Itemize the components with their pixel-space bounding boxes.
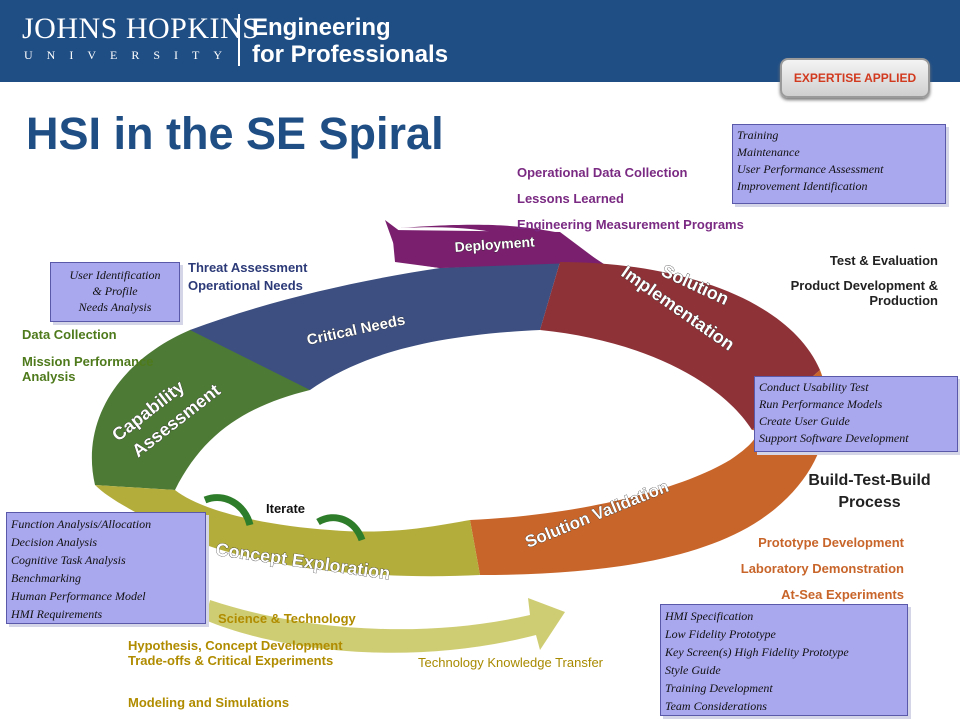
label-operational-data: Operational Data Collection	[517, 165, 688, 180]
segment-solution-implementation	[540, 262, 820, 430]
institution-name: JOHNS HOPKINS	[22, 12, 260, 45]
box-line: Needs Analysis	[78, 300, 152, 314]
iterate-arrow-right	[316, 514, 366, 542]
label-at-sea: At-Sea Experiments	[781, 587, 904, 602]
box-line: Team Considerations	[665, 699, 767, 713]
box-line: Style Guide	[665, 663, 721, 677]
iterate-arrow-left	[203, 494, 254, 527]
box-line: Key Screen(s) High Fidelity Prototype	[665, 645, 849, 659]
box-line: Conduct Usability Test	[759, 380, 869, 394]
label-product-development: Product Development & Production	[790, 278, 938, 308]
box-line: Training	[737, 128, 779, 142]
page-title: HSI in the SE Spiral	[26, 108, 444, 159]
label-prototype-development: Prototype Development	[758, 535, 904, 550]
label-threat-assessment: Threat Assessment	[188, 260, 308, 275]
university-label: UNIVERSITY	[24, 48, 236, 62]
box-line: Training Development	[665, 681, 773, 695]
label-modeling-simulations: Modeling and Simulations	[128, 695, 290, 710]
label-test-evaluation: Test & Evaluation	[829, 253, 938, 268]
box-line: Cognitive Task Analysis	[11, 553, 126, 567]
label-engineering-measurement: Engineering Measurement Programs	[517, 217, 744, 232]
program-line2: for Professionals	[252, 41, 449, 68]
label-tech-transfer: Technology Knowledge Transfer	[418, 655, 604, 670]
label-hypothesis: Hypothesis, Concept Development Trade-of…	[128, 638, 343, 668]
box-training: Training Maintenance User Performance As…	[732, 124, 946, 204]
tech-transfer-arrow	[205, 598, 565, 653]
box-line: HMI Specification	[665, 609, 754, 623]
box-line: Benchmarking	[11, 571, 81, 585]
box-hmi-specification: HMI Specification Low Fidelity Prototype…	[660, 604, 908, 716]
label-data-collection: Data Collection	[22, 327, 117, 342]
box-line: Function Analysis/Allocation	[11, 517, 152, 531]
segment-solution-validation	[470, 370, 828, 575]
program-line1: Engineering	[252, 14, 391, 41]
segment-deployment-band	[392, 230, 600, 268]
box-line: Run Performance Models	[759, 397, 883, 411]
box-function-analysis: Function Analysis/Allocation Decision An…	[6, 512, 206, 624]
segment-critical-needs	[190, 262, 560, 390]
box-line: Create User Guide	[759, 414, 850, 428]
box-line: Maintenance	[737, 145, 800, 159]
box-line: User Identification	[69, 268, 161, 282]
box-line: Support Software Development	[759, 431, 909, 445]
label-science-technology: Science & Technology	[218, 611, 356, 626]
seg-label-deployment: Deployment	[454, 233, 535, 255]
box-line: User Performance Assessment	[737, 162, 884, 176]
segment-concept-exploration	[95, 485, 480, 577]
box-line: Low Fidelity Prototype	[665, 627, 776, 641]
expertise-badge: EXPERTISE APPLIED	[780, 58, 930, 98]
iterate-label: Iterate	[266, 501, 305, 516]
label-lessons-learned: Lessons Learned	[517, 191, 624, 206]
header-banner: JOHNS HOPKINS UNIVERSITY Engineering for…	[0, 0, 960, 82]
label-operational-needs: Operational Needs	[188, 278, 303, 293]
box-user-identification: User Identification & Profile Needs Anal…	[50, 262, 180, 322]
box-line: Improvement Identification	[737, 179, 868, 193]
box-line: HMI Requirements	[11, 607, 103, 621]
box-line: Decision Analysis	[11, 535, 98, 549]
header-divider	[238, 14, 240, 66]
build-test-build-label: Build-Test-Build Process	[808, 472, 931, 511]
box-line: & Profile	[92, 284, 138, 298]
box-usability: Conduct Usability Test Run Performance M…	[754, 376, 958, 452]
label-laboratory-demonstration: Laboratory Demonstration	[740, 561, 904, 576]
box-line: Human Performance Model	[11, 589, 146, 603]
label-mission-performance: Mission Performance Analysis	[22, 354, 154, 384]
